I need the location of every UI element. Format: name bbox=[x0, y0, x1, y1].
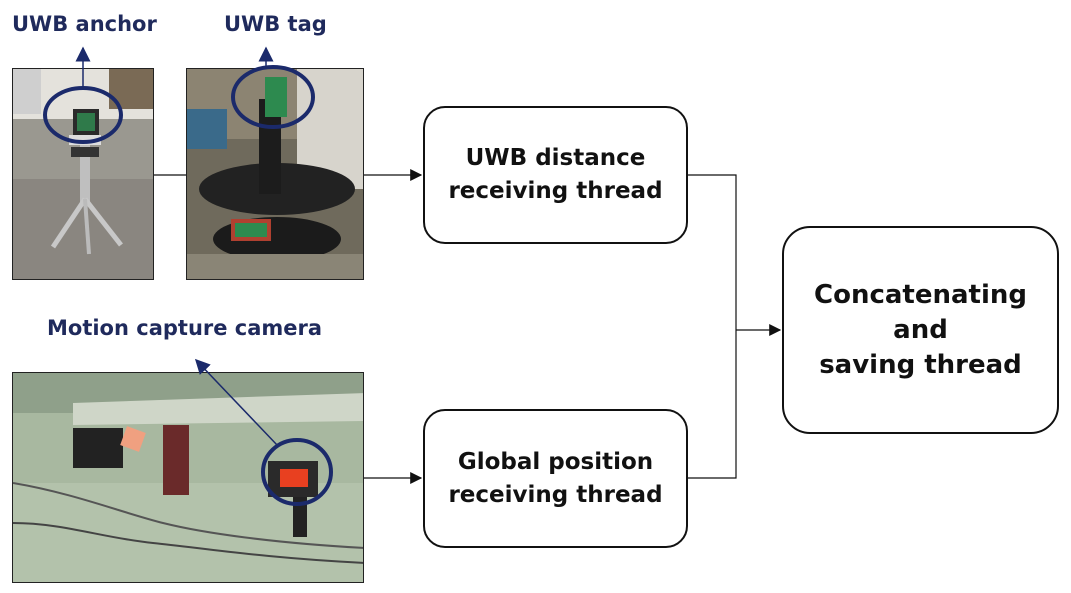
uwb-tag-label: UWB tag bbox=[224, 12, 327, 36]
concatenating-and-saving-thread-text: Concatenating and saving thread bbox=[814, 279, 1027, 380]
global-thread-to-merge bbox=[688, 330, 737, 479]
global-position-receiving-thread-text: Global position receiving thread bbox=[448, 448, 663, 508]
motion-capture-camera-label: Motion capture camera bbox=[47, 316, 323, 340]
uwb-thread-to-merge bbox=[688, 174, 737, 330]
uwb-tag-photo bbox=[186, 68, 364, 280]
motion-capture-camera-photo bbox=[12, 372, 364, 583]
uwb-distance-receiving-thread-box: UWB distance receiving thread bbox=[423, 106, 688, 244]
uwb-anchor-photo bbox=[12, 68, 154, 280]
uwb-distance-receiving-thread-text: UWB distance receiving thread bbox=[448, 145, 663, 204]
concatenating-and-saving-thread-box: Concatenating and saving thread bbox=[782, 226, 1059, 434]
global-position-receiving-thread-box: Global position receiving thread bbox=[423, 409, 688, 548]
uwb-anchor-label: UWB anchor bbox=[12, 12, 157, 36]
